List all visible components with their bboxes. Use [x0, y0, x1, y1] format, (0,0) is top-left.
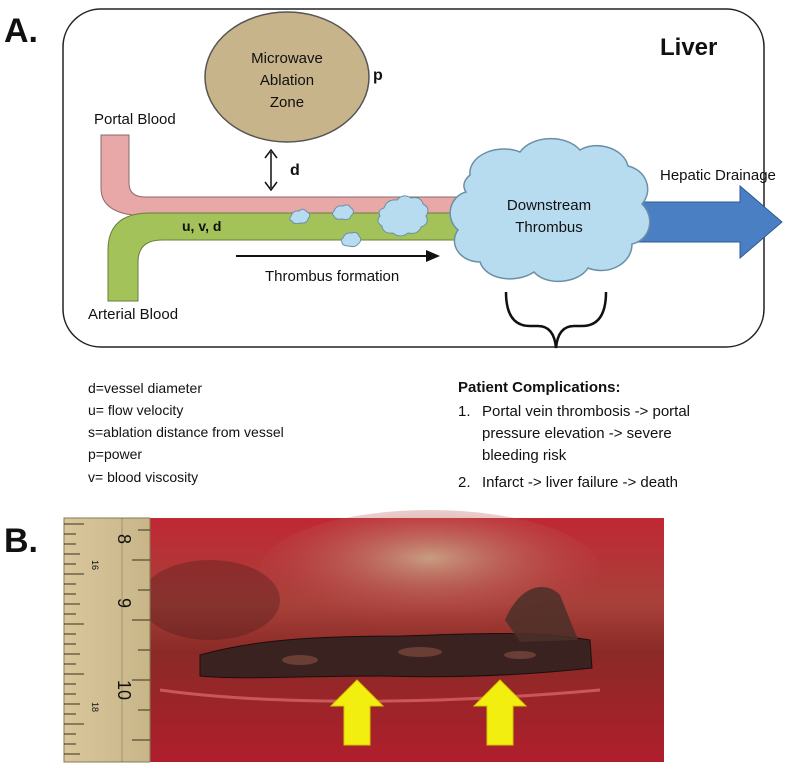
arterial-blood-label: Arterial Blood [88, 306, 178, 323]
tract-speckle-1 [282, 655, 318, 665]
tract-speckle-2 [398, 647, 442, 657]
downstream-thrombus-line1: Downstream [507, 197, 591, 214]
thrombus-small-1 [289, 208, 311, 225]
downstream-thrombus [449, 137, 651, 283]
power-symbol: p [373, 67, 383, 84]
complication-2-line1: Infarct -> liver failure -> death [482, 474, 678, 491]
variable-legend: d=vessel diameter u= flow velocity s=abl… [88, 380, 284, 485]
ruler-number-10: 10 [114, 680, 134, 700]
ablation-tract-edge [505, 587, 578, 642]
ablation-tract [199, 633, 593, 679]
thrombus-formation-arrow [236, 250, 440, 262]
complications-title: Patient Complications: [458, 379, 621, 396]
tract-speckle-3 [504, 651, 536, 659]
liver-label: Liver [660, 34, 717, 61]
yellow-arrow-left [329, 679, 385, 746]
legend-item-2: u= flow velocity [88, 402, 183, 418]
complication-1-line2: pressure elevation -> severe [482, 425, 672, 442]
vessel-params-label: u, v, d [182, 218, 221, 234]
ruler-small-number-16: 16 [90, 560, 100, 570]
small-thrombi [289, 195, 429, 248]
portal-blood-label: Portal Blood [94, 111, 176, 128]
downstream-thrombus-line2: Thrombus [515, 219, 583, 236]
distance-arrow [264, 148, 278, 192]
complication-2-number: 2. [458, 474, 471, 491]
legend-item-3: s=ablation distance from vessel [88, 424, 284, 440]
panel-b-label: B. [4, 522, 38, 560]
panel-a-label: A. [4, 12, 38, 50]
ablation-zone-line2: Ablation [260, 72, 314, 89]
liver-boundary [62, 8, 765, 348]
ruler-number-8: 8 [114, 534, 134, 544]
ablation-zone [204, 11, 370, 143]
patient-complications: Patient Complications: 1. Portal vein th… [458, 379, 690, 491]
ruler [63, 517, 151, 763]
thrombus-medium [377, 195, 429, 237]
ruler-ticks [64, 518, 150, 762]
complication-1-number: 1. [458, 403, 471, 420]
hepatic-drainage-arrow [629, 184, 783, 260]
curly-brace [504, 291, 608, 349]
thrombus-formation-label: Thrombus formation [265, 268, 399, 285]
ablation-zone-line1: Microwave [251, 50, 323, 67]
distance-symbol: d [290, 162, 300, 179]
complication-1-line3: bleeding risk [482, 447, 567, 464]
yellow-arrow-right [472, 679, 528, 746]
thrombus-small-2 [332, 204, 354, 221]
legend-item-5: v= blood viscosity [88, 469, 198, 485]
ruler-small-number-18: 18 [90, 702, 100, 712]
thrombus-small-3 [340, 231, 362, 248]
ablation-zone-line3: Zone [270, 94, 304, 111]
legend-item-1: d=vessel diameter [88, 380, 202, 396]
dark-tissue-shadow [140, 560, 280, 640]
ruler-number-9: 9 [114, 598, 134, 608]
complication-1-line1: Portal vein thrombosis -> portal [482, 403, 690, 420]
tissue-photo: 8 9 10 16 18 [63, 510, 664, 763]
legend-item-4: p=power [88, 446, 142, 462]
pale-tissue-area [260, 510, 600, 630]
hepatic-drainage-label: Hepatic Drainage [660, 167, 776, 184]
